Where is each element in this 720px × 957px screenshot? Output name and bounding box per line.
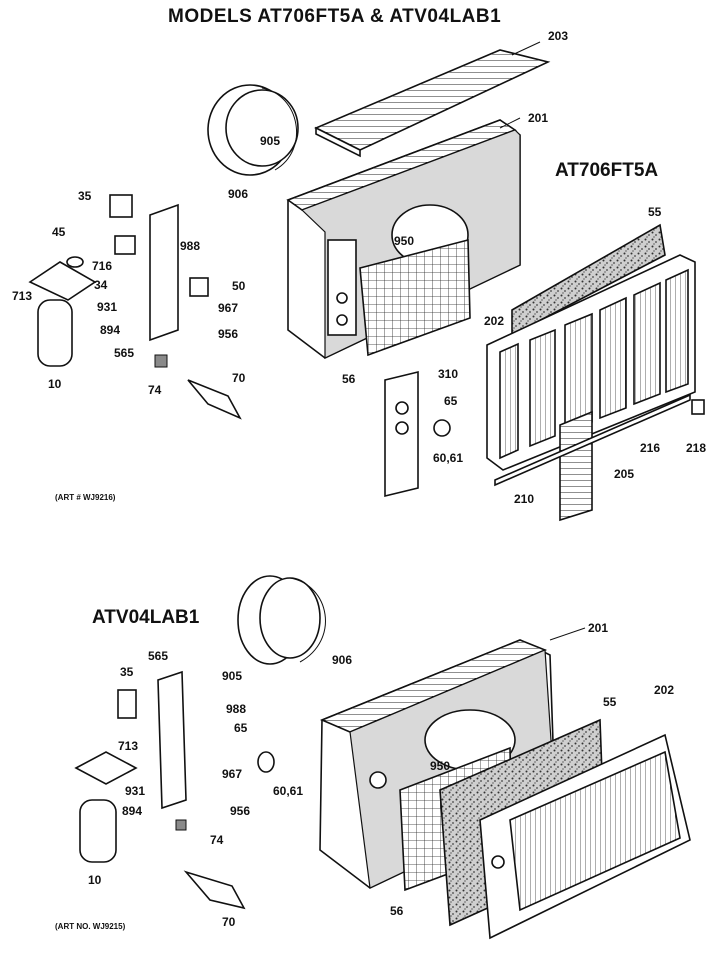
front-panel-202 [486, 254, 696, 471]
access-door-205 [494, 393, 705, 522]
control-panel-310 [384, 370, 451, 498]
label-906-b: 906 [332, 653, 352, 667]
label-894-b: 894 [122, 804, 142, 818]
model-label-top: AT706FT5A [555, 160, 659, 181]
label-950: 950 [394, 234, 414, 248]
label-716: 716 [92, 259, 112, 273]
label-55-b: 55 [603, 695, 617, 709]
label-894: 894 [100, 323, 120, 337]
label-35: 35 [78, 189, 92, 203]
label-905-b: 905 [222, 669, 242, 683]
filter-55 [511, 223, 666, 337]
label-201: 201 [528, 111, 548, 125]
label-956-b: 956 [230, 804, 250, 818]
model-label-bottom: ATV04LAB1 [92, 607, 200, 628]
top-louver-203 [314, 49, 551, 158]
fan-shroud-905 [207, 84, 299, 176]
label-988: 988 [180, 239, 200, 253]
label-210: 210 [514, 492, 534, 506]
label-10-b: 10 [88, 873, 102, 887]
label-967: 967 [218, 301, 238, 315]
label-34: 34 [94, 278, 108, 292]
label-60-61-b: 60,61 [273, 784, 303, 798]
page-title: MODELS AT706FT5A & ATV04LAB1 [168, 6, 502, 27]
label-565-b: 565 [148, 649, 168, 663]
label-202: 202 [484, 314, 504, 328]
label-70: 70 [232, 371, 246, 385]
label-10: 10 [48, 377, 62, 391]
left-parts-bottom [74, 670, 275, 910]
label-967-b: 967 [222, 767, 242, 781]
front-panel-202-bottom [479, 733, 691, 940]
label-713-b: 713 [118, 739, 138, 753]
label-950-b: 950 [430, 759, 450, 773]
label-905: 905 [260, 134, 280, 148]
label-216: 216 [640, 441, 660, 455]
label-70-b: 70 [222, 915, 236, 929]
art-number-bottom: (ART NO. WJ9215) [55, 922, 126, 931]
top-callout-labels: 203 201 905 906 35 45 716 713 34 931 894… [12, 29, 706, 506]
left-parts-top [28, 194, 242, 420]
label-218: 218 [686, 441, 706, 455]
label-956: 956 [218, 327, 238, 341]
label-65: 65 [444, 394, 458, 408]
bottom-callout-labels: 905 906 201 565 35 713 931 894 10 74 70 … [88, 621, 674, 929]
label-906: 906 [228, 187, 248, 201]
label-201-b: 201 [588, 621, 608, 635]
label-35-b: 35 [120, 665, 134, 679]
fan-shroud-905-bottom [237, 575, 326, 665]
label-931: 931 [97, 300, 117, 314]
label-56: 56 [342, 372, 356, 386]
label-45: 45 [52, 225, 66, 239]
label-74: 74 [148, 383, 162, 397]
label-565: 565 [114, 346, 134, 360]
art-number-top: (ART # WJ9216) [55, 493, 116, 502]
label-202-b: 202 [654, 683, 674, 697]
label-50: 50 [232, 279, 246, 293]
front-grille-56 [359, 238, 471, 357]
label-310: 310 [438, 367, 458, 381]
label-60-61: 60,61 [433, 451, 463, 465]
label-74-b: 74 [210, 833, 224, 847]
label-713: 713 [12, 289, 32, 303]
label-56-b: 56 [390, 904, 404, 918]
label-988-b: 988 [226, 702, 246, 716]
label-65-b: 65 [234, 721, 248, 735]
label-931-b: 931 [125, 784, 145, 798]
label-55: 55 [648, 205, 662, 219]
label-205: 205 [614, 467, 634, 481]
label-203: 203 [548, 29, 568, 43]
